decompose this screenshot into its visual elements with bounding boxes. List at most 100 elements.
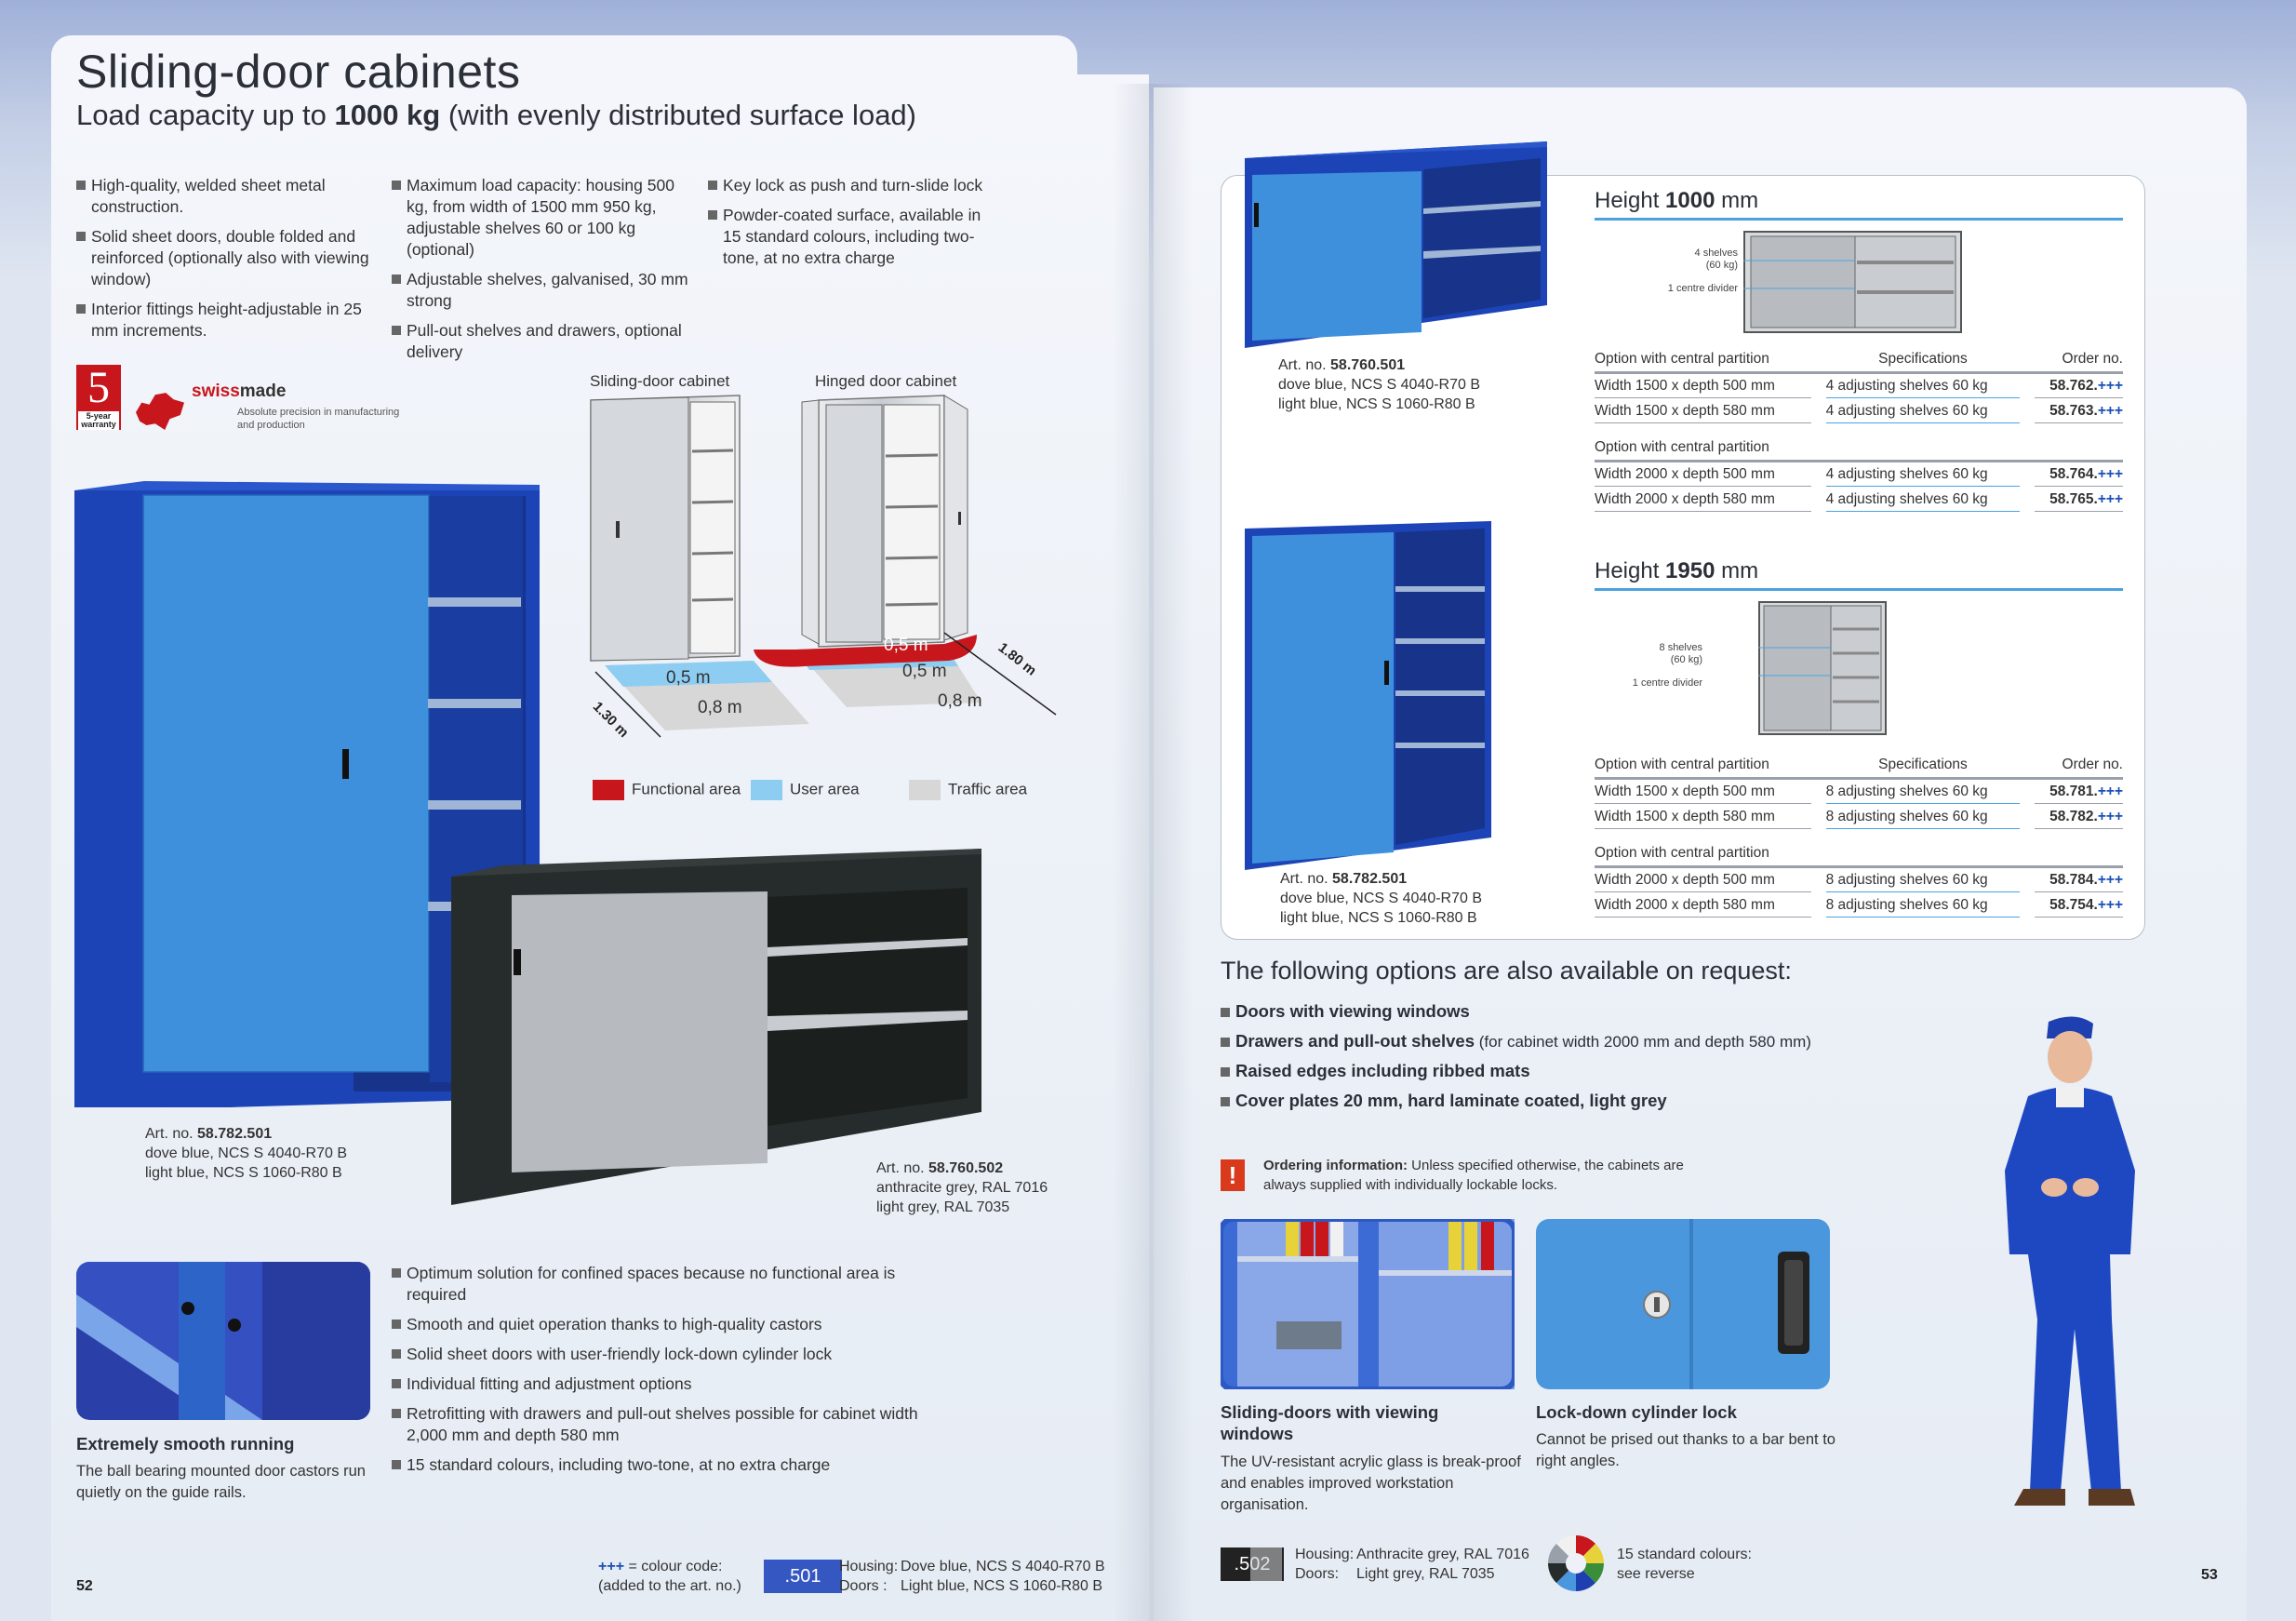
- option-item: Cover plates 20 mm, hard laminate coated…: [1221, 1091, 1928, 1111]
- colour-code-placeholder: +++: [2097, 808, 2123, 824]
- table-row: Width 1500 x depth 500 mm 4 adjusting she…: [1595, 372, 2123, 398]
- spacer: [1810, 433, 1826, 462]
- table-header-row: Option with central partition: [1595, 433, 2123, 462]
- warranty-badge: 5 5-year warranty: [76, 365, 121, 430]
- ordering-label: Ordering information:: [1263, 1158, 1408, 1173]
- spec-note-1000: 4 shelves (60 kg) 1 centre divider: [1600, 248, 1738, 295]
- option-note: (for cabinet width 2000 mm and depth 580…: [1475, 1033, 1811, 1051]
- caption-anthracite-cabinet: Art. no. 58.760.502 anthracite grey, RAL…: [876, 1159, 1048, 1217]
- running-text: The ball bearing mounted door castors ru…: [76, 1463, 366, 1501]
- spec-cell: 4 adjusting shelves 60 kg: [1825, 461, 2021, 487]
- space-diagram: [590, 395, 1057, 738]
- dimension-cell: Width 1500 x depth 580 mm: [1595, 803, 1811, 829]
- art-number-line: Art. no. 58.760.502: [876, 1159, 1048, 1178]
- spacer: [2020, 866, 2035, 891]
- col-order-header: Order no.: [2035, 750, 2123, 780]
- spacer: [1810, 750, 1826, 780]
- options-list: Doors with viewing windows Drawers and p…: [1221, 1001, 1928, 1120]
- order-cell: 58.762.+++: [2035, 372, 2123, 398]
- feature-item: Adjustable shelves, galvanised, 30 mm st…: [392, 269, 689, 312]
- art-number: 58.760.502: [928, 1160, 1004, 1176]
- housing-label: Housing:: [839, 1559, 899, 1574]
- spacer: [1810, 838, 1826, 868]
- dimension-cell: Width 2000 x depth 580 mm: [1595, 486, 1811, 512]
- feature-list-1: High-quality, welded sheet metal constru…: [76, 175, 383, 350]
- spacer: [1811, 778, 1826, 803]
- swissmade-wordmark: swissmade: [192, 382, 286, 402]
- caption-cabinet-1950: Art. no. 58.782.501 dove blue, NCS S 404…: [1280, 869, 1482, 928]
- option-bold: Cover plates 20 mm, hard laminate coated…: [1235, 1091, 1667, 1110]
- dim-functional-hinged: 0,5 m: [884, 636, 928, 655]
- heading-pre: Height: [1595, 558, 1666, 583]
- spacer: [1811, 486, 1826, 511]
- divider-note: 1 centre divider: [1667, 283, 1738, 294]
- colour-code-line1: +++ = colour code:: [598, 1557, 741, 1576]
- table-1950-b: Option with central partition Width 2000…: [1595, 838, 2123, 918]
- door-colour: light grey, RAL 7035: [876, 1199, 1010, 1215]
- legend-label: Functional area: [632, 780, 741, 798]
- art-number: 58.782.501: [1332, 871, 1408, 887]
- dimension-cell: Width 2000 x depth 580 mm: [1595, 891, 1811, 918]
- order-cell: 58.765.+++: [2035, 486, 2123, 512]
- dim-user-hinged: 0,5 m: [902, 662, 947, 681]
- order-cell: 58.782.+++: [2035, 803, 2123, 829]
- order-number: 58.784.: [2049, 871, 2098, 888]
- option-bold: Raised edges including ribbed mats: [1235, 1061, 1530, 1080]
- dimension-cell: Width 2000 x depth 500 mm: [1595, 866, 1811, 892]
- subtitle-post: (with evenly distributed surface load): [440, 99, 916, 131]
- shelves-note: 8 shelves: [1659, 642, 1702, 653]
- page-number-left: 52: [76, 1578, 93, 1594]
- table-row: Width 1500 x depth 580 mm 8 adjusting she…: [1595, 803, 2123, 829]
- worker-photo: [2005, 1016, 2135, 1506]
- feature-item: Powder-coated surface, available in 15 s…: [708, 205, 987, 269]
- feature-item: Interior fittings height-adjustable in 2…: [76, 299, 383, 342]
- colours-note: 15 standard colours: see reverse: [1617, 1545, 1752, 1584]
- ordering-line1: Ordering information: Unless specified o…: [1263, 1156, 1684, 1175]
- table-row: Width 2000 x depth 580 mm 8 adjusting she…: [1595, 891, 2123, 918]
- right-footer-labels: Housing: Doors:: [1295, 1545, 1355, 1584]
- spec-cell: 8 adjusting shelves 60 kg: [1825, 778, 2021, 804]
- heading-bold: 1000: [1665, 188, 1715, 213]
- dim-traffic-sliding: 0,8 m: [698, 698, 742, 717]
- dimension-cell: Width 1500 x depth 500 mm: [1595, 372, 1811, 398]
- option-item: Raised edges including ribbed mats: [1221, 1061, 1928, 1081]
- spacer: [2020, 838, 2036, 868]
- warranty-text: 5-year warranty: [78, 411, 119, 430]
- colour-chip-502-door: [1250, 1547, 1282, 1581]
- order-number: 58.762.: [2049, 377, 2098, 394]
- spec-cell: 8 adjusting shelves 60 kg: [1825, 891, 2021, 918]
- spec-cell: 4 adjusting shelves 60 kg: [1825, 372, 2021, 398]
- shelves-weight-note: (60 kg): [1670, 654, 1702, 665]
- options-heading: The following options are also available…: [1221, 957, 1792, 985]
- order-cell: 58.784.+++: [2035, 866, 2123, 892]
- blue-cabinet-photo: [74, 481, 540, 1107]
- spacer: [2020, 803, 2035, 828]
- spacer: [2020, 397, 2035, 422]
- colour-chip-501: .501: [764, 1560, 842, 1593]
- legend-swatch: [909, 780, 941, 800]
- spec-cell: 8 adjusting shelves 60 kg: [1825, 803, 2021, 829]
- spacer: [2020, 778, 2035, 803]
- spacer: [1811, 461, 1826, 486]
- colour-code-line2: (added to the art. no.): [598, 1578, 741, 1594]
- order-number: 58.754.: [2049, 896, 2098, 913]
- anthracite-cabinet-photo: [451, 849, 981, 1205]
- art-number: 58.782.501: [197, 1126, 273, 1142]
- doors-value: Light blue, NCS S 1060-R80 B: [901, 1578, 1103, 1594]
- viewing-window-title: Sliding-doors with viewing windows: [1221, 1402, 1439, 1443]
- empty-header: [1825, 838, 2021, 868]
- order-cell: 58.764.+++: [2035, 461, 2123, 487]
- order-number: 58.765.: [2049, 490, 2098, 507]
- col-option-header: Option with central partition: [1595, 750, 1811, 780]
- ordering-line2: always supplied with individually lockab…: [1263, 1177, 1557, 1193]
- dimension-cell: Width 1500 x depth 580 mm: [1595, 397, 1811, 423]
- option-item: Doors with viewing windows: [1221, 1001, 1928, 1022]
- colour-wheel-icon: [1548, 1535, 1604, 1591]
- feature-item: Solid sheet doors, double folded and rei…: [76, 226, 383, 290]
- housing-colour: dove blue, NCS S 4040-R70 B: [1280, 891, 1483, 906]
- heading-post: mm: [1715, 188, 1759, 213]
- swissmade-word1: swiss: [192, 382, 240, 401]
